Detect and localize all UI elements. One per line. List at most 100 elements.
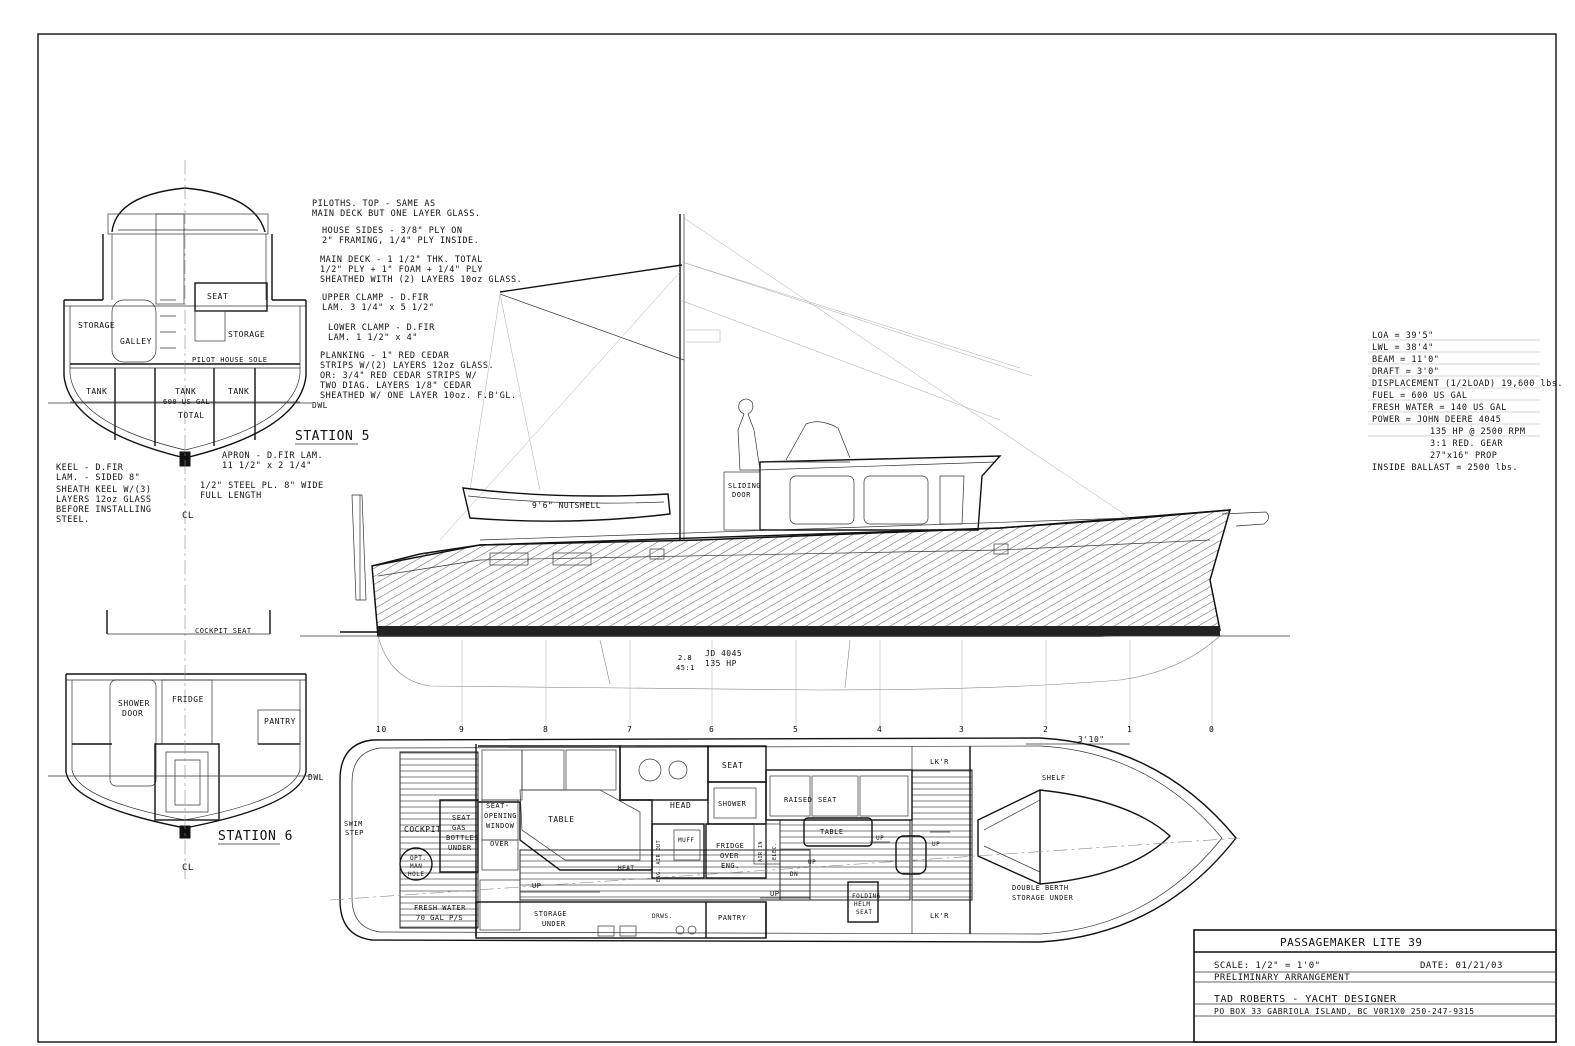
keel-note-5: BEFORE INSTALLING (56, 505, 152, 515)
station-6-section: DWL COCKPIT SEAT SHOWER DOOR FRIDGE PANT… (48, 590, 324, 880)
steel-note-2: FULL LENGTH (200, 491, 262, 501)
head-label: HEAD (670, 801, 691, 810)
manhole-l1: OPT. (410, 855, 426, 862)
designer-address: PO BOX 33 GABRIOLA ISLAND, BC V0R1X0 250… (1214, 1007, 1475, 1016)
spec-draft: DRAFT = 3'0" (1372, 367, 1439, 377)
centerline-6: CL (182, 863, 194, 873)
fridge-l2: OVER (720, 852, 739, 860)
locker-top: LK'R (930, 758, 949, 766)
station5-tank-center: TANK (175, 387, 196, 396)
muff-label: MUFF (678, 837, 694, 844)
spec-fuel: FUEL = 600 US GAL (1372, 391, 1468, 401)
profile-door-l2: DOOR (732, 491, 751, 499)
fresh-water-l1: FRESH WATER (414, 904, 466, 912)
station6-fridge: FRIDGE (172, 695, 204, 704)
svg-text:KEEL - D.FIR LAM. - SIDE: KEEL - D.FIR LAM. - SIDED 8" SHEATH KEEL… (56, 463, 157, 525)
station5-galley: GALLEY (120, 337, 152, 346)
table-fwd-label: TABLE (820, 828, 844, 836)
dinghy-label: 9'6" NUTSHELL (532, 501, 601, 510)
station6-label: STATION 6 (218, 829, 293, 844)
berth-l2: STORAGE UNDER (1012, 894, 1074, 902)
spec-beam: BEAM = 11'0" (1372, 355, 1439, 365)
keel-note-6: STEEL. (56, 515, 90, 525)
shelf-label: SHELF (1042, 774, 1066, 782)
elec-label: ELEC. (772, 842, 778, 860)
date-label: DATE: 01/21/03 (1420, 961, 1503, 971)
svg-text:0: 0 (1209, 725, 1214, 734)
apron-note-1: APRON - D.FIR LAM. (222, 451, 323, 461)
up-arrow-4: UP (932, 841, 940, 848)
svg-text:4: 4 (877, 725, 882, 734)
svg-text:3: 3 (959, 725, 964, 734)
profile-view: 9'6" NUTSHELL SLIDING DOOR (300, 214, 1290, 730)
down-arrow: DN (790, 871, 798, 878)
heat-label: HEAT (618, 865, 634, 872)
seat-window-l3: WINDOW (486, 822, 515, 830)
spec-hp: 135 HP @ 2500 RPM (1430, 427, 1526, 437)
plan-labels: SWIM STEP COCKPIT SEAT GAS BOTTLES UNDER… (344, 758, 1074, 928)
profile-door-l1: SLIDING (728, 482, 761, 490)
station6-door: DOOR (122, 709, 143, 718)
storage-under-l2: UNDER (542, 920, 566, 928)
station-5-section: DWL SEAT STORAGE GALLEY STORAGE PILOT HO… (48, 160, 370, 590)
fresh-water-l2: 70 GAL P/S (416, 914, 463, 922)
up-arrow-2: UP (770, 890, 779, 898)
dwl-label-5: DWL (312, 401, 328, 410)
svg-text:5: 5 (793, 725, 798, 734)
keel-note-1: KEEL - D.FIR (56, 463, 124, 473)
specifications: LOA = 39'5" LWL = 38'4" BEAM = 11'0" DRA… (1368, 331, 1569, 473)
plan-hull-outline (339, 737, 1237, 943)
dwl-label-6: DWL (308, 773, 324, 782)
keel-note-3: SHEATH KEEL W/(3) (56, 485, 152, 495)
seat-top-label: SEAT (722, 761, 743, 770)
station5-storage-left: STORAGE (78, 321, 115, 330)
drawing-type: PRELIMINARY ARRANGEMENT (1214, 973, 1350, 983)
svg-text:1/2" STEEL PL. 8" WIDE F: 1/2" STEEL PL. 8" WIDE FULL LENGTH (200, 481, 329, 501)
fridge-l1: FRIDGE (716, 842, 744, 850)
engine-label-1: JD 4045 (705, 649, 742, 658)
station5-tank-capacity: 600 US GAL (163, 398, 210, 406)
manhole-l3: HOLE (408, 871, 424, 878)
gas-seat-l3: BOTTLES (446, 834, 479, 842)
spec-fresh-water: FRESH WATER = 140 US GAL (1372, 403, 1507, 413)
spec-power: POWER = JOHN DEERE 4045 (1372, 415, 1501, 425)
spec-prop: 27"x16" PROP (1430, 451, 1497, 461)
svg-text:2: 2 (1043, 725, 1048, 734)
svg-text:9: 9 (459, 725, 464, 734)
station5-seat: SEAT (207, 292, 228, 301)
spec-displacement: DISPLACEMENT (1/2LOAD) 19,600 lbs. (1372, 379, 1563, 389)
spec-loa: LOA = 39'5" (1372, 331, 1434, 341)
svg-text:10: 10 (376, 725, 387, 734)
designer-name: TAD ROBERTS - YACHT DESIGNER (1214, 994, 1397, 1005)
manhole-l2: MAN (410, 863, 422, 870)
up-arrow-1: UP (532, 882, 541, 890)
cockpit-label: COCKPIT (404, 825, 441, 834)
title-block: PASSAGEMAKER LITE 39 SCALE: 1/2" = 1'0" … (1193, 929, 1557, 1043)
station5-pilothouse-sole: PILOT HOUSE SOLE (192, 356, 267, 364)
svg-text:8: 8 (543, 725, 548, 734)
svg-text:LOA = 39'5" LWL = 38: LOA = 39'5" LWL = 38'4" BEAM = 11'0" DRA… (1372, 331, 1569, 473)
station5-label: STATION 5 (295, 429, 370, 444)
keel-note-2: LAM. - SIDED 8" (56, 473, 140, 483)
gas-seat-l4: UNDER (448, 844, 472, 852)
over-label: OVER (490, 840, 509, 848)
locker-bottom: LK'R (930, 912, 949, 920)
folding-l2: HELM (854, 901, 870, 908)
construction-notes: PILOTHS. TOP - SAME AS MAIN DECK BUT ONE… (312, 199, 522, 401)
station6-shower: SHOWER (118, 699, 150, 708)
station5-total: TOTAL (178, 411, 205, 420)
folding-l1: FOLDING (852, 893, 881, 900)
svg-text:APRON - D.FIR LAM. 11 1/: APRON - D.FIR LAM. 11 1/2" x 2 1/4" (222, 451, 329, 471)
seat-window-l1: SEAT- (486, 802, 510, 810)
station-numbers: 10 9 8 7 6 5 4 3 2 1 0 (376, 725, 1214, 734)
gas-seat-l2: GAS (452, 824, 466, 832)
boot-stripe (378, 626, 1220, 636)
station6-cockpit-seat: COCKPIT SEAT (195, 627, 252, 635)
air-in-label: AIR IN (758, 841, 764, 862)
ratio-label-2: 45:1 (676, 664, 695, 672)
engine-label-2: 135 HP (705, 659, 737, 668)
station6-pantry: PANTRY (264, 717, 296, 726)
swim-step-label-2: STEP (345, 829, 364, 837)
folding-l3: SEAT (856, 909, 872, 916)
